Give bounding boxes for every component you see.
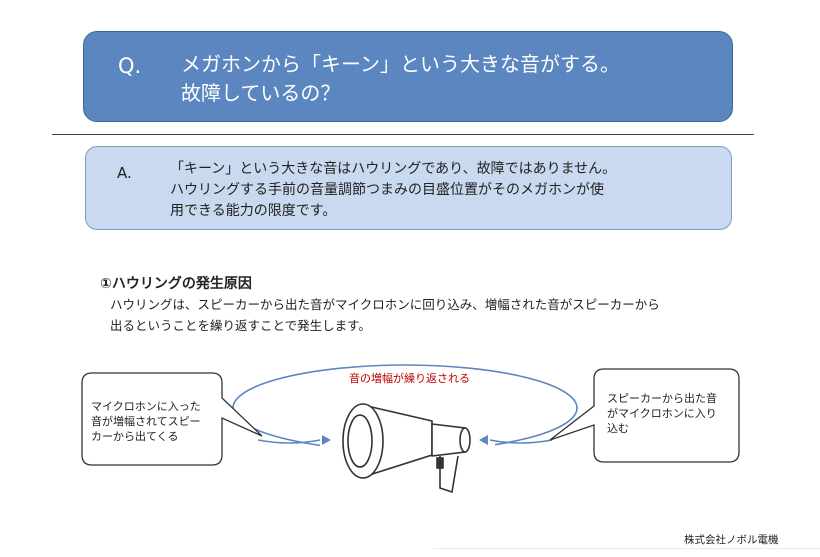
answer-text: 「キーン」という大きな音はハウリングであり、故障ではありません。 ハウリングする… bbox=[170, 161, 617, 219]
page-edge bbox=[433, 548, 820, 557]
answer-box: A. 「キーン」という大きな音はハウリングであり、故障ではありません。 ハウリン… bbox=[85, 146, 732, 230]
megaphone-icon bbox=[342, 403, 471, 494]
right-bubble bbox=[549, 368, 740, 463]
right-bubble-text: スピーカーから出た音 がマイクロホンに入り 込む bbox=[607, 392, 717, 435]
answer-label: A. bbox=[117, 164, 132, 182]
question-text: メガホンから「キーン」という大きな音がする。 故障しているの？ bbox=[181, 52, 620, 105]
left-bubble-text: マイクロホンに入った 音が増幅されてスピー カーから出てくる bbox=[91, 400, 201, 443]
divider bbox=[52, 134, 754, 135]
company-name: 株式会社ノボル電機 bbox=[684, 534, 779, 546]
question-box: Q. メガホンから「キーン」という大きな音がする。 故障しているの？ bbox=[83, 31, 733, 122]
section-title: ①ハウリングの発生原因 bbox=[100, 276, 252, 292]
question-label: Q. bbox=[118, 54, 142, 78]
arrow-left bbox=[257, 439, 321, 444]
loop-label: 音の増幅が繰り返される bbox=[349, 372, 470, 385]
section-body: ハウリングは、スピーカーから出た音がマイクロホンに回り込み、増幅された音がスピー… bbox=[110, 297, 660, 333]
arrow-head-left-icon bbox=[322, 435, 331, 445]
arrow-right bbox=[489, 439, 553, 444]
left-bubble bbox=[81, 372, 263, 466]
arrow-head-right-icon bbox=[479, 435, 488, 445]
